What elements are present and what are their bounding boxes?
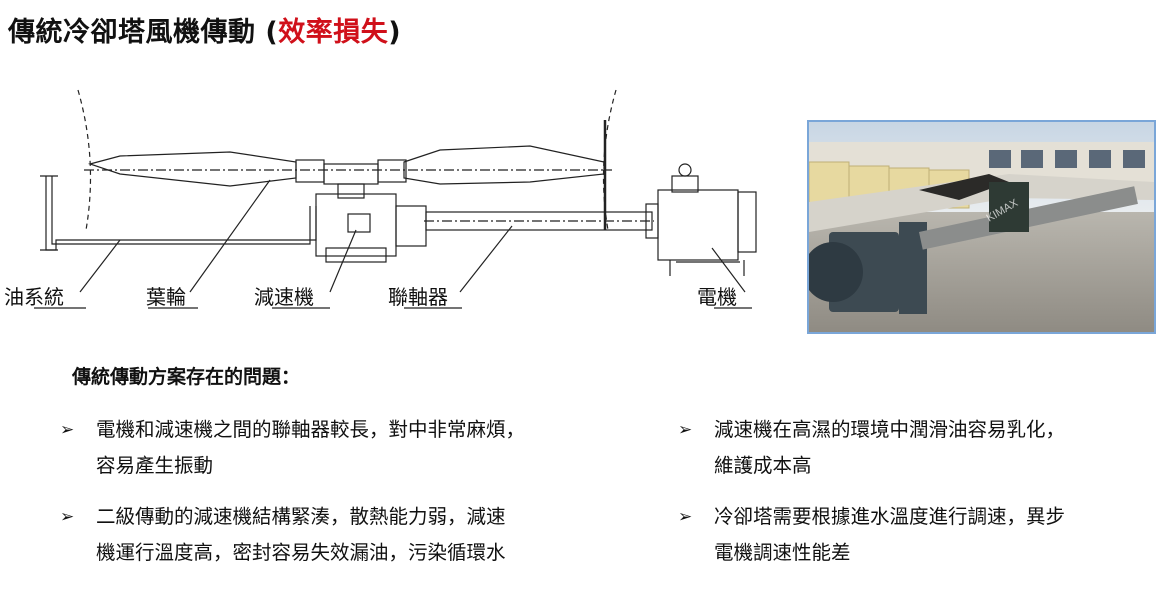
blade-right	[403, 145, 605, 185]
problem-item: ➢ 電機和減速機之間的聯軸器較長，對中非常麻煩， 容易產生振動	[60, 412, 525, 484]
gearbox	[315, 193, 397, 257]
label-oil-system: 油系統	[4, 285, 64, 309]
bullet-arrow-icon: ➢	[678, 507, 693, 527]
bullet-arrow-icon: ➢	[60, 507, 75, 527]
label-coupling: 聯軸器	[388, 285, 448, 309]
problem-item: ➢ 冷卻塔需要根據進水溫度進行調速，異步 電機調速性能差	[678, 499, 1065, 571]
blade-left	[87, 151, 297, 187]
drive-system-diagram	[34, 89, 757, 309]
hub-right	[377, 159, 407, 183]
page-title: 傳統冷卻塔風機傳動 (效率損失)	[8, 17, 402, 48]
hub-center	[323, 163, 379, 185]
cooling-tower-photo: KIMAX	[807, 120, 1156, 334]
label-reducer: 減速機	[254, 285, 314, 309]
bullet-arrow-icon: ➢	[60, 420, 75, 440]
label-motor: 電機	[697, 285, 737, 309]
bullet-arrow-icon: ➢	[678, 420, 693, 440]
title-highlight: 效率損失	[278, 17, 389, 48]
label-blade: 葉輪	[146, 285, 186, 309]
problem-item: ➢ 二級傳動的減速機結構緊湊，散熱能力弱，減速 機運行溫度高，密封容易失效漏油，…	[60, 499, 506, 571]
hub-left	[295, 159, 325, 183]
oil-pipe	[45, 176, 317, 251]
motor	[657, 189, 739, 261]
problem-item: ➢ 減速機在高濕的環境中潤滑油容易乳化， 維護成本高	[678, 412, 1065, 484]
blade-sweep-left	[77, 89, 92, 231]
problems-heading: 傳統傳動方案存在的問題：	[72, 366, 301, 388]
